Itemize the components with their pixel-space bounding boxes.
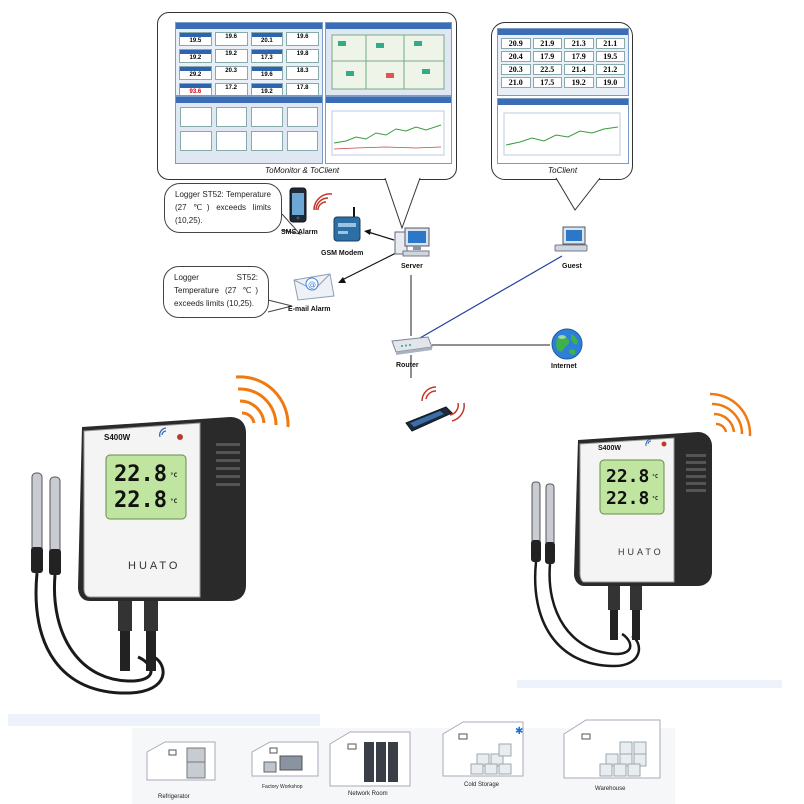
reading-tile: 20.4 <box>501 51 531 62</box>
gsm-modem-icon <box>333 207 361 242</box>
lcd-temperature-reading: 22.8 <box>606 466 649 487</box>
right-device-signal-icon <box>709 392 752 437</box>
reading-tile: 19.5 <box>179 32 212 46</box>
reading-tile: 93.6 <box>179 83 212 95</box>
lcd-unit: °C <box>170 472 178 479</box>
server-computer-icon <box>394 227 430 257</box>
reading-tile: 17.8 <box>286 83 319 95</box>
router-icon <box>391 336 433 355</box>
refrigerator-scene <box>146 741 216 781</box>
guest-computer-icon <box>554 226 588 252</box>
svg-text:@: @ <box>308 280 316 289</box>
lcd-unit: °C <box>652 474 658 480</box>
monitor-screen-line-graph <box>325 96 452 164</box>
reading-tile: 19.6 <box>250 66 284 80</box>
reading-tile: 22.5 <box>532 64 562 75</box>
reading-tile: 17.9 <box>564 51 594 62</box>
reading-tile: 19.5 <box>595 51 625 62</box>
monitor-panel-caption: ToMonitor & ToClient <box>265 166 340 175</box>
wireless-adapter-icon <box>405 386 465 432</box>
left-device-lcd-readings: 22.8 22.8 °C °C <box>114 462 178 513</box>
warehouse-scene <box>563 719 661 779</box>
reading-tile: 20.3 <box>501 64 531 75</box>
right-logger-device <box>531 392 752 668</box>
email-envelope-icon: @ <box>293 273 335 301</box>
lcd-unit: °C <box>652 496 658 502</box>
email-alert-bubble: Logger ST52: Temperature (27 ℃) exceeds … <box>163 266 269 318</box>
sms-signal-icon <box>313 193 333 211</box>
right-device-brand: HUATO <box>618 547 664 557</box>
reading-tile: 19.2 <box>250 83 284 95</box>
reading-tile: 17.3 <box>250 49 284 63</box>
floorplan-map <box>331 34 445 90</box>
sms-alert-bubble: Logger ST52: Temperature (27 ℃) exceeds … <box>164 183 282 233</box>
scene-label-cold-storage: Cold Storage <box>464 782 500 788</box>
internet-globe-icon <box>551 328 583 360</box>
left-device-base <box>8 714 320 726</box>
reading-tile: 21.2 <box>595 64 625 75</box>
reading-tile: 20.1 <box>250 32 284 46</box>
guest-label: Guest <box>562 263 582 270</box>
scene-label-warehouse: Warehouse <box>595 786 626 792</box>
factory-workshop-scene <box>251 741 319 777</box>
reading-tile: 29.2 <box>179 66 212 80</box>
lcd-temperature-reading: 22.8 <box>114 488 167 513</box>
line-graph-left <box>331 110 445 156</box>
reading-tile: 21.0 <box>501 77 531 88</box>
internet-label: Internet <box>551 363 577 370</box>
reading-tile: 19.2 <box>214 49 248 63</box>
left-device-model: S400W <box>104 433 131 442</box>
cold-storage-scene: ✱ <box>442 721 524 777</box>
server-label: Server <box>401 263 423 270</box>
reading-tile: 19.2 <box>564 77 594 88</box>
reading-tile: 19.2 <box>179 49 212 63</box>
scene-label-network-room: Network Room <box>348 791 388 797</box>
reading-tile: 17.5 <box>532 77 562 88</box>
reading-tile: 19.8 <box>286 49 319 63</box>
reading-tile: 19.6 <box>286 32 319 46</box>
left-device-brand: HUATO <box>128 560 181 572</box>
gsm-modem-label: GSM Modem <box>321 250 364 257</box>
email-alarm-label: E-mail Alarm <box>288 306 331 313</box>
monitor-screen-graphs-grid <box>175 96 323 164</box>
scene-label-refrigerator: Refrigerator <box>158 794 190 800</box>
reading-tile: 19.6 <box>214 32 248 46</box>
reading-tile: 21.3 <box>564 38 594 49</box>
reading-tile: 20.3 <box>214 66 248 80</box>
reading-tile: 17.2 <box>214 83 248 95</box>
lcd-temperature-reading: 22.8 <box>606 488 649 509</box>
lcd-unit: °C <box>170 498 178 505</box>
reading-tile: 19.0 <box>595 77 625 88</box>
lcd-temperature-reading: 22.8 <box>114 462 167 487</box>
monitor-screen-floorplan <box>325 22 452 96</box>
right-device-model: S400W <box>598 445 621 452</box>
router-label: Router <box>396 362 419 369</box>
scene-label-factory-workshop: Factory Workshop <box>262 784 303 790</box>
reading-tile: 18.3 <box>286 66 319 80</box>
client-panel-caption: ToClient <box>548 166 578 175</box>
reading-tile: 17.9 <box>532 51 562 62</box>
reading-tile: 20.9 <box>501 38 531 49</box>
left-device-signal-icon <box>235 375 290 428</box>
right-device-lcd-readings: 22.8 22.8 °C °C <box>606 466 658 509</box>
reading-tile: 21.1 <box>595 38 625 49</box>
phone-icon <box>289 187 307 223</box>
network-room-scene <box>329 731 411 787</box>
reading-tile: 21.4 <box>564 64 594 75</box>
left-logger-device <box>31 375 290 695</box>
client-screen-graph <box>497 98 629 164</box>
reading-tile: 21.9 <box>532 38 562 49</box>
line-graph-right <box>503 112 621 156</box>
snowflake-icon: ✱ <box>515 726 523 737</box>
right-device-base <box>517 680 782 688</box>
sms-alarm-label: SMS Alarm <box>281 229 318 236</box>
